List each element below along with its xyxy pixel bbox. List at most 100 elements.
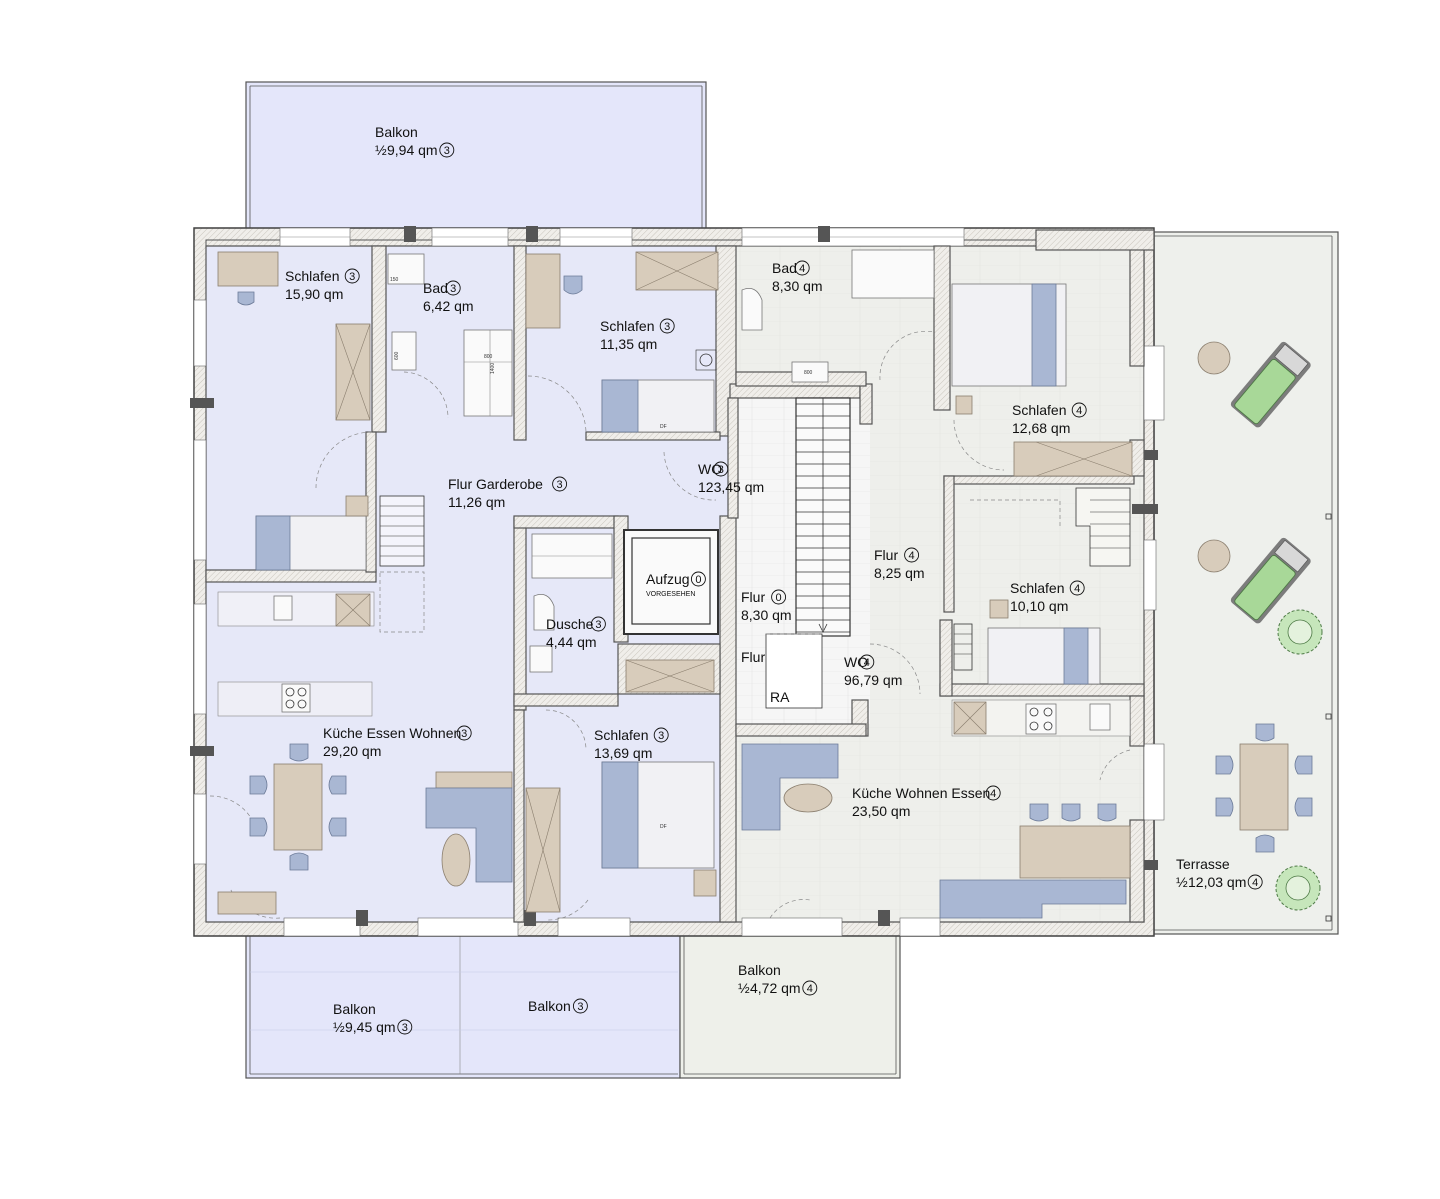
room-area: 12,03 qm	[1188, 874, 1246, 890]
unit-badge	[572, 998, 588, 1014]
unit-badge	[794, 260, 810, 276]
svg-text:800: 800	[804, 370, 813, 376]
terrasse-furniture	[1197, 341, 1323, 911]
room-area: 8,25 qm	[874, 565, 925, 581]
svg-text:600: 600	[394, 351, 400, 360]
room-name: Bad	[423, 280, 448, 296]
unit-number: 3	[349, 271, 355, 283]
balkon-bottom-right-area	[679, 933, 901, 1079]
room-name: Flur	[741, 589, 765, 605]
main-staircase	[795, 397, 851, 637]
room-area: 29,20 qm	[323, 743, 381, 759]
room-name: Flur Garderobe	[448, 476, 543, 492]
room-label-flur-0: Flur 0 8,30 qm	[741, 589, 792, 623]
dimension-labels: 150 800 1400 600 800 DF DF	[390, 277, 813, 830]
unit-badge	[1071, 402, 1087, 418]
svg-text:800: 800	[484, 354, 493, 360]
room-name: Balkon	[333, 1001, 376, 1017]
unit-number: 3	[557, 479, 563, 491]
room-name: Schlafen	[600, 318, 654, 334]
room-name: WO	[844, 654, 868, 670]
room-label-balkon-bm: Balkon 3	[528, 998, 588, 1014]
svg-text:4: 4	[1252, 877, 1258, 889]
room-name: Terrasse	[1176, 856, 1230, 872]
unit-number: 4	[909, 550, 915, 562]
unit-badge	[653, 727, 669, 743]
unit-number: 3	[461, 728, 467, 740]
unit-number: 3	[718, 464, 724, 476]
elevator	[623, 529, 719, 635]
furniture-unit-4	[741, 249, 1133, 919]
room-name: Dusche	[546, 616, 594, 632]
ra-label: RA	[770, 689, 790, 705]
window-handles	[190, 226, 1158, 926]
room-label-flur-garderobe-3: Flur Garderobe 3 11,26 qm	[448, 476, 568, 510]
unit-badge	[659, 318, 675, 334]
room-name: Schlafen	[1010, 580, 1064, 596]
room-area: 6,42 qm	[423, 298, 474, 314]
svg-text:3: 3	[402, 1022, 408, 1034]
svg-text:3: 3	[444, 145, 450, 157]
half-fraction: ½	[333, 1019, 345, 1035]
room-label-wo-4: WO4 96,79 qm	[844, 654, 902, 688]
unit-badge	[904, 547, 920, 563]
unit-number: 4	[864, 657, 870, 669]
right-unit-stairs	[953, 487, 1131, 671]
room-area: 10,10 qm	[1010, 598, 1068, 614]
unit-badge	[590, 616, 606, 632]
room-area: 8,30 qm	[772, 278, 823, 294]
unit-number: 4	[990, 788, 996, 800]
room-label-flur-4: Flur 4 8,25 qm	[874, 547, 925, 581]
unit-number: 3	[577, 1001, 583, 1013]
half-fraction: ½	[1176, 874, 1188, 890]
room-area: 15,90 qm	[285, 286, 343, 302]
unit-badge	[445, 280, 461, 296]
room-area: 9,45 qm	[345, 1019, 396, 1035]
half-fraction: ½	[738, 980, 750, 996]
svg-text:DF: DF	[660, 424, 667, 430]
room-area: 8,30 qm	[741, 607, 792, 623]
room-area: 9,94 qm	[387, 142, 438, 158]
unit-badge	[552, 476, 568, 492]
svg-text:1400: 1400	[490, 363, 496, 374]
unit-number: 0	[776, 592, 782, 604]
room-area: 11,26 qm	[448, 494, 505, 510]
unit-number: 4	[1076, 405, 1082, 417]
unit-number: 3	[664, 321, 670, 333]
unit-badge	[344, 268, 360, 284]
half-fraction: ½	[375, 142, 387, 158]
room-name: Küche Wohnen Essen	[852, 785, 990, 801]
room-area: VORGESEHEN	[646, 591, 695, 598]
room-area: 4,72 qm	[750, 980, 801, 996]
room-label-schlafen-4b: Schlafen 4 10,10 qm	[1010, 580, 1085, 614]
room-name: Balkon	[375, 124, 418, 140]
room-name: WO	[698, 461, 722, 477]
room-name: Bad	[772, 260, 797, 276]
room-name: Flur	[874, 547, 898, 563]
unit-badge	[690, 571, 706, 587]
unit-number: 4	[1074, 583, 1080, 595]
room-name: Schlafen	[594, 727, 648, 743]
unit-number: 0	[695, 574, 701, 586]
room-area: 23,50 qm	[852, 803, 910, 819]
unit-badge	[859, 654, 875, 670]
unit-number: 3	[595, 619, 601, 631]
room-area: 96,79 qm	[844, 672, 902, 688]
room-name: Balkon	[528, 998, 571, 1014]
room-area: 12,68 qm	[1012, 420, 1070, 436]
flur-small-label: Flur	[741, 649, 765, 665]
balkon-top-area	[245, 81, 707, 235]
room-name: Schlafen	[1012, 402, 1066, 418]
unit-badge	[771, 589, 787, 605]
